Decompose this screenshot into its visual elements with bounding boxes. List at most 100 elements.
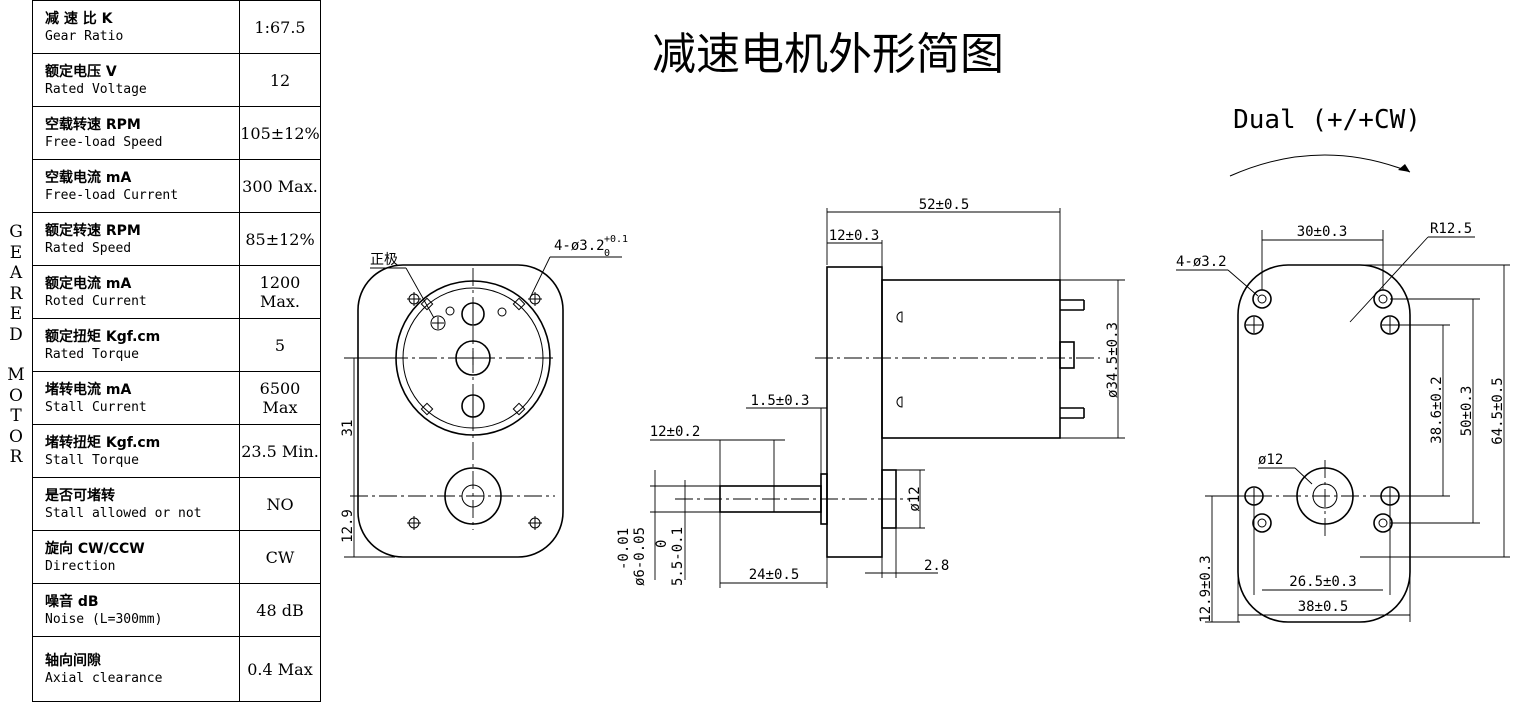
spec-label-en: Axial clearance bbox=[45, 670, 163, 686]
spec-label-cn: 额定转速 RPM bbox=[45, 222, 141, 239]
front-hole-spec: 4-ø3.2 bbox=[554, 238, 605, 254]
spec-label-en: Direction bbox=[45, 558, 116, 574]
dim-vertical-38-6: 38.6±0.2 bbox=[1429, 376, 1445, 443]
dim-plate-thickness: 1.5±0.3 bbox=[750, 393, 809, 409]
dim-motor-diameter: ø34.5±0.3 bbox=[1105, 322, 1121, 398]
dim-bottom-inner: 26.5±0.3 bbox=[1289, 574, 1356, 590]
spec-label-en: Stall allowed or not bbox=[45, 505, 202, 521]
dim-shaft-length: 24±0.5 bbox=[749, 567, 800, 583]
dim-boss-length: 2.8 bbox=[924, 558, 949, 574]
front-housing bbox=[357, 264, 564, 558]
spec-label-en: Noise (L=300mm) bbox=[45, 611, 163, 627]
spec-label-en: Free-load Speed bbox=[45, 134, 163, 150]
sidebar-letter: G bbox=[9, 222, 23, 242]
dim-rear-12-9: 12.9±0.3 bbox=[1198, 555, 1214, 622]
spec-label-cn: 空载电流 mA bbox=[45, 169, 132, 186]
sidebar-letter: M bbox=[7, 365, 25, 385]
spec-label-cn: 额定电流 mA bbox=[45, 275, 132, 292]
sidebar-letter: E bbox=[9, 304, 23, 324]
spec-value: CW bbox=[239, 530, 321, 584]
spec-label-cn: 减 速 比 K bbox=[45, 10, 113, 27]
dim-12-9-label: 12.9 bbox=[340, 509, 356, 543]
side-motor bbox=[881, 279, 1061, 439]
dim-bottom-outer: 38±0.5 bbox=[1298, 599, 1349, 615]
rotation-arrowhead bbox=[1398, 164, 1410, 172]
spec-label-cn: 额定扭矩 Kgf.cm bbox=[45, 328, 161, 345]
rotation-arrow bbox=[1229, 154, 1411, 177]
spec-label-cn: 堵转电流 mA bbox=[45, 381, 132, 398]
sidebar-letter: O bbox=[9, 385, 23, 406]
sidebar-letter: A bbox=[9, 263, 23, 283]
sidebar-letter: R bbox=[9, 283, 23, 304]
spec-value: NO bbox=[239, 477, 321, 531]
spec-label-en: Gear Ratio bbox=[45, 28, 124, 44]
spec-label-en: Free-load Current bbox=[45, 187, 179, 203]
spec-value: 0.4 Max bbox=[239, 636, 321, 702]
front-view: 31 12.9 正极 4-ø3.2 +0.1 0 bbox=[340, 234, 628, 558]
sidebar-letter: T bbox=[10, 406, 22, 426]
spec-label-en: Rated Speed bbox=[45, 240, 132, 256]
spec-label-cn: 是否可堵转 bbox=[45, 487, 115, 504]
shaft-flat-upper: 0 bbox=[654, 540, 670, 548]
dim-vertical-50: 50±0.3 bbox=[1459, 386, 1475, 437]
spec-label-en: Roted Current bbox=[45, 293, 147, 309]
spec-value: 105±12% bbox=[239, 106, 321, 160]
sidebar-letter: R bbox=[9, 447, 23, 467]
shaft-diameter-upper: -0.01 bbox=[616, 528, 632, 570]
sidebar-letter: E bbox=[9, 242, 23, 263]
dim-shaft-flat-length: 12±0.2 bbox=[650, 424, 701, 440]
spec-value: 5 bbox=[239, 318, 321, 372]
hole-tol-upper: +0.1 bbox=[604, 234, 628, 245]
rear-hole-spec: 4-ø3.2 bbox=[1176, 254, 1227, 270]
spec-label-cn: 额定电压 V bbox=[45, 63, 117, 80]
rear-view: 30±0.3 R12.5 4-ø3.2 26.5±0.3 38±0.5 ø12 … bbox=[1176, 221, 1510, 623]
spec-value: 12 bbox=[239, 53, 321, 107]
motor-outline-drawing: 减速电机外形简图 Dual (+/+CW) bbox=[340, 29, 1510, 623]
sidebar-letter bbox=[0, 345, 32, 365]
hole-tol-lower: 0 bbox=[604, 248, 610, 259]
spec-label-cn: 空载转速 RPM bbox=[45, 116, 141, 133]
dim-31-label: 31 bbox=[340, 420, 356, 437]
dim-boss-diameter: ø12 bbox=[907, 486, 923, 511]
positive-terminal-icon bbox=[430, 315, 446, 331]
spec-label-en: Stall Torque bbox=[45, 452, 139, 468]
spec-label-en: Stall Current bbox=[45, 399, 147, 415]
spec-value: 48 dB bbox=[239, 583, 321, 637]
dim-overall-length: 52±0.5 bbox=[919, 197, 970, 213]
rear-housing bbox=[1237, 264, 1411, 623]
spec-value: 300 Max. bbox=[239, 159, 321, 213]
dim-gearbox-depth: 12±0.3 bbox=[829, 228, 880, 244]
radius-label: R12.5 bbox=[1430, 221, 1472, 237]
spec-value: 1200 Max. bbox=[239, 265, 321, 319]
spec-value: 23.5 Min. bbox=[239, 424, 321, 478]
side-view: 52±0.5 12±0.3 ø34.5±0.3 1.5±0.3 12±0.2 2… bbox=[616, 197, 1125, 588]
spec-label-cn: 噪音 dB bbox=[45, 593, 99, 610]
shaft-diameter: ø6-0.05 bbox=[632, 527, 648, 586]
spec-value: 6500 Max bbox=[239, 371, 321, 425]
sidebar-letter: D bbox=[9, 324, 23, 345]
positive-label: 正极 bbox=[370, 252, 398, 268]
